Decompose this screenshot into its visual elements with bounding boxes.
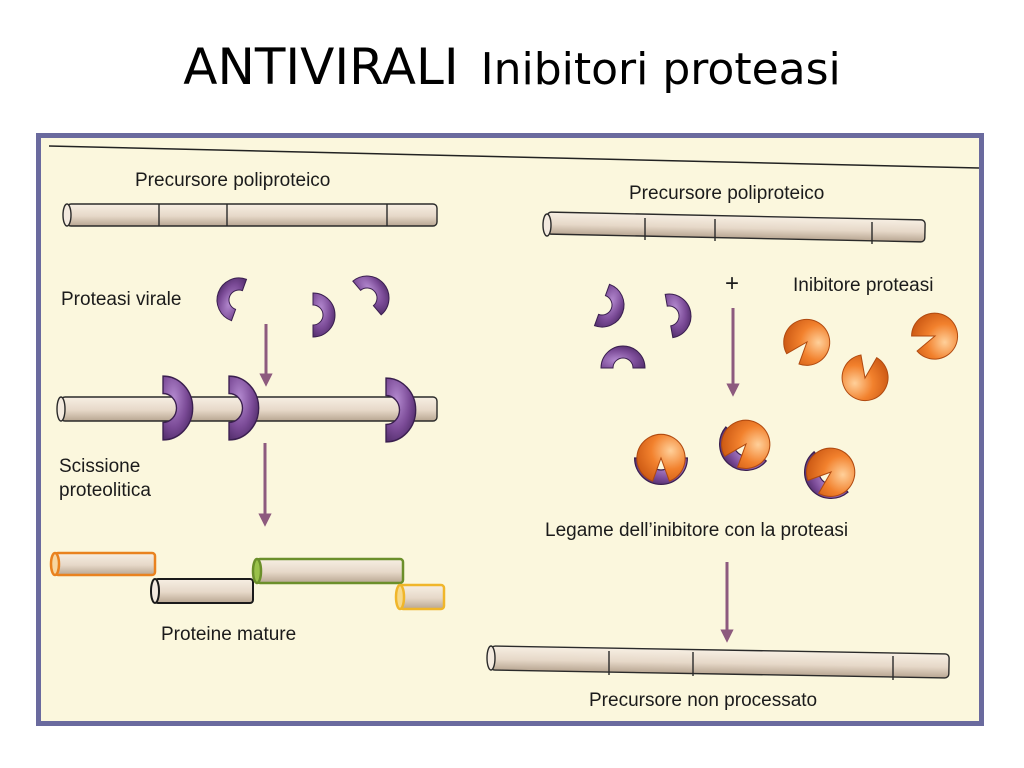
unprocessed-precursor-label: Precursore non processato <box>589 690 818 711</box>
viral-protease-shape-1 <box>210 271 248 322</box>
inhibitor-shape-2 <box>837 351 892 405</box>
viral-protease-label: Proteasi virale <box>61 289 182 310</box>
mature-protein-black <box>150 578 254 604</box>
cleavage-label-line1: Scissione <box>59 456 141 477</box>
left-precursor-label: Precursore poliproteico <box>135 170 331 191</box>
protease-inhibitor-complex-2 <box>708 409 781 482</box>
title-sub: Inibitori proteasi <box>480 44 841 95</box>
right-protease-shape-2 <box>664 290 695 339</box>
right-protease-shape-1 <box>593 283 631 334</box>
right-precursor-label: Precursore poliproteico <box>629 183 825 204</box>
viral-protease-shape-2 <box>312 292 336 338</box>
inhibitor-shape-3 <box>905 306 965 366</box>
protease-inhibitor-complex-1 <box>633 433 689 485</box>
left-precursor-rod <box>62 203 438 227</box>
viral-protease-shape-3 <box>352 266 399 316</box>
top-divider-line <box>48 145 979 169</box>
inhibitor-label: Inibitore proteasi <box>793 275 934 296</box>
diagram-artwork <box>48 145 979 680</box>
right-precursor-rod <box>542 211 926 244</box>
plus-sign: + <box>725 270 740 297</box>
cleavage-label-line2: proteolitica <box>59 480 151 501</box>
title-main: ANTIVIRALI <box>183 38 459 96</box>
binding-label: Legame dell’inibitore con la proteasi <box>545 520 849 541</box>
mature-protein-yellow <box>394 583 446 611</box>
unprocessed-precursor-rod <box>486 645 950 680</box>
right-protease-shape-3 <box>600 345 646 369</box>
mature-proteins-label: Proteine mature <box>161 624 297 645</box>
inhibitor-shape-1 <box>774 309 840 375</box>
protease-inhibitor-complex-3 <box>793 437 866 510</box>
left-rod-with-proteases <box>56 375 438 443</box>
mature-protein-green <box>251 557 405 585</box>
slide-title: ANTIVIRALI Inibitori proteasi <box>0 38 1024 96</box>
diagram-frame: Precursore poliproteico Proteasi virale … <box>36 133 984 726</box>
mature-protein-orange <box>49 551 157 577</box>
